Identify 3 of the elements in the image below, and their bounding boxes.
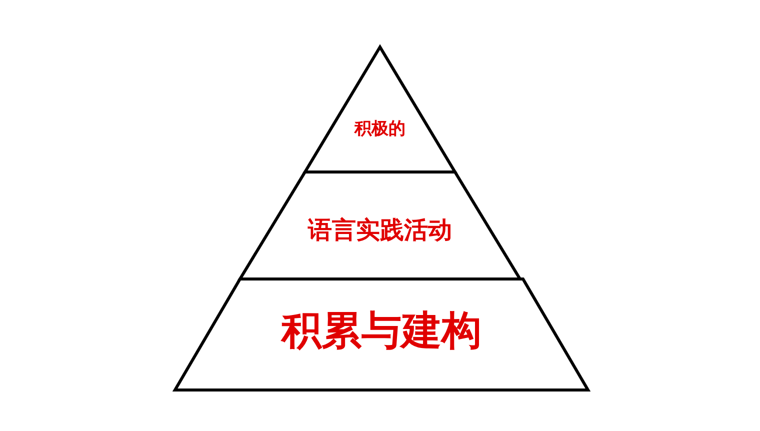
tier-label: 积极的 [354,118,406,140]
tier-label: 语言实践活动 [308,214,452,246]
tier-label: 积累与建构 [282,307,482,356]
